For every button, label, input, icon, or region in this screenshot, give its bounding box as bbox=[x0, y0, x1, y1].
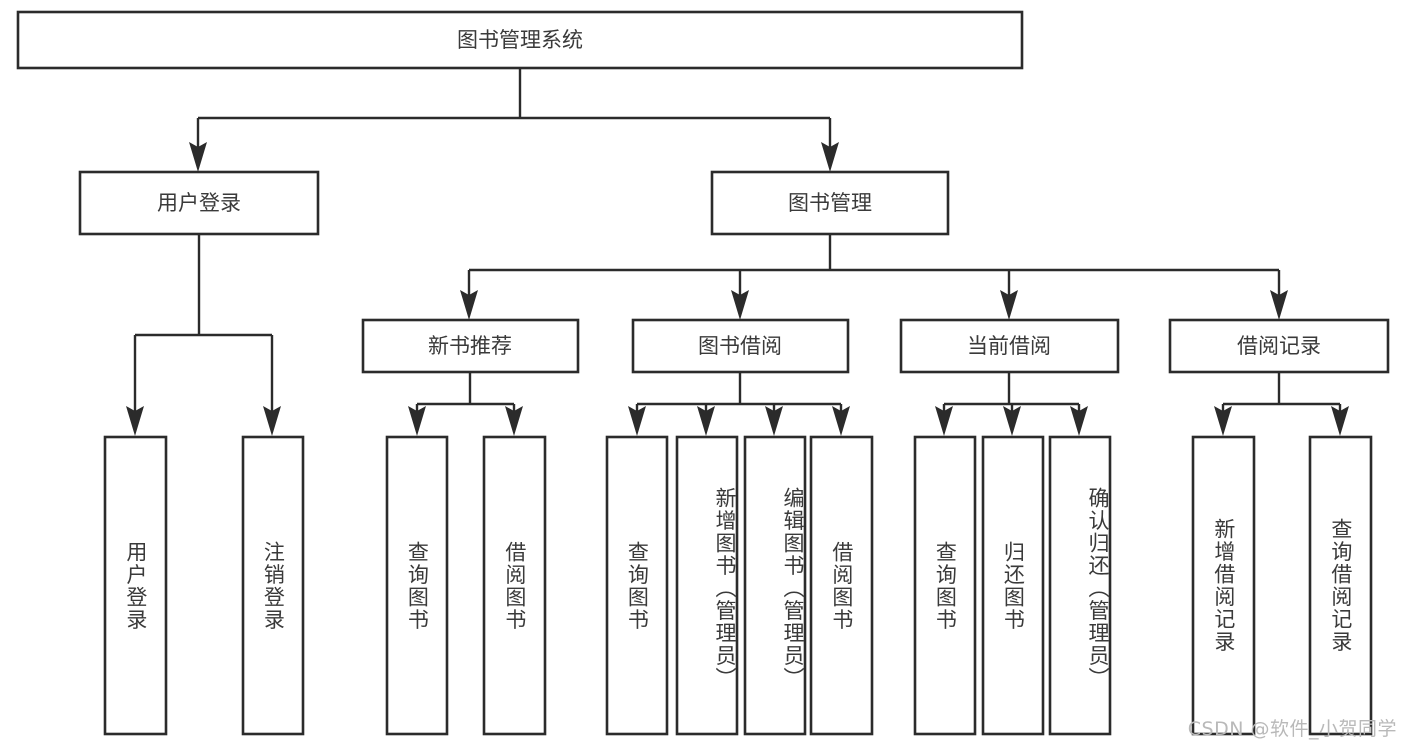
leaf-box-current-return[interactable] bbox=[981, 435, 1045, 736]
node-record-box[interactable] bbox=[1168, 318, 1390, 374]
connector-group-login bbox=[126, 234, 281, 436]
leaf-box-user-logout[interactable] bbox=[241, 435, 305, 736]
connector-group-current bbox=[935, 372, 1088, 436]
leaf-label-record-query: 查询借阅记录 bbox=[1328, 518, 1353, 653]
leaf-label-current-confirm: 确认归还（管理员） bbox=[1086, 487, 1110, 690]
node-root[interactable]: 图书管理系统 bbox=[16, 10, 1024, 70]
node-root-label: 图书管理系统 bbox=[457, 28, 583, 52]
node-bookmgmt-label: 图书管理 bbox=[788, 191, 872, 215]
leaf-box-group bbox=[103, 435, 1373, 736]
arrow-borrow-to-leaf2 bbox=[697, 406, 715, 436]
arrow-record-to-leaf1 bbox=[1214, 406, 1232, 436]
leaf-box-borrow-edit[interactable] bbox=[743, 435, 807, 736]
node-newbook[interactable]: 新书推荐 bbox=[361, 318, 580, 374]
arrow-login-to-leaf2 bbox=[263, 406, 281, 436]
arrow-bookmgmt-to-borrow bbox=[731, 290, 749, 320]
arrow-current-to-leaf2 bbox=[1003, 406, 1021, 436]
arrow-borrow-to-leaf4 bbox=[832, 406, 850, 436]
node-bookmgmt[interactable]: 图书管理 bbox=[710, 170, 950, 236]
leaf-label-borrow-add: 新增图书（管理员） bbox=[713, 487, 737, 690]
leaf-box-current-query[interactable] bbox=[913, 435, 977, 736]
arrow-bookmgmt-to-current bbox=[1000, 290, 1018, 320]
node-borrow[interactable]: 图书借阅 bbox=[631, 318, 850, 374]
arrow-login-to-leaf1 bbox=[126, 406, 144, 436]
leaf-label-borrow-lend: 借阅图书 bbox=[829, 540, 854, 631]
node-current-label: 当前借阅 bbox=[967, 334, 1051, 358]
node-login-box[interactable] bbox=[78, 170, 320, 236]
csdn-watermark: CSDN @软件_小贺同学 bbox=[1187, 718, 1397, 740]
node-record-label: 借阅记录 bbox=[1237, 334, 1321, 358]
node-borrow-box[interactable] bbox=[631, 318, 850, 374]
arrow-record-to-leaf2 bbox=[1331, 406, 1349, 436]
arrow-bookmgmt-to-newbook bbox=[460, 290, 478, 320]
arrow-bookmgmt-to-record bbox=[1270, 290, 1288, 320]
node-newbook-box[interactable] bbox=[361, 318, 580, 374]
connector-group-bookmgmt bbox=[460, 234, 1288, 320]
leaf-box-record-query[interactable] bbox=[1308, 435, 1373, 736]
leaf-label-newbook-query: 查询图书 bbox=[405, 540, 430, 631]
leaf-label-current-query: 查询图书 bbox=[933, 540, 958, 631]
arrow-borrow-to-leaf3 bbox=[765, 406, 783, 436]
arrow-borrow-to-leaf1 bbox=[628, 406, 646, 436]
node-current[interactable]: 当前借阅 bbox=[899, 318, 1120, 374]
leaf-box-current-confirm[interactable] bbox=[1048, 435, 1112, 736]
leaf-label-borrow-edit: 编辑图书（管理员） bbox=[781, 487, 805, 690]
connector-group-root bbox=[189, 68, 839, 172]
leaf-label-newbook-borrow: 借阅图书 bbox=[502, 540, 527, 631]
arrow-newbook-to-leaf1 bbox=[408, 406, 426, 436]
leaf-box-borrow-add[interactable] bbox=[675, 435, 739, 736]
leaf-box-borrow-lend[interactable] bbox=[809, 435, 874, 736]
node-bookmgmt-box[interactable] bbox=[710, 170, 950, 236]
node-login-label: 用户登录 bbox=[157, 191, 241, 215]
leaf-label-current-return: 归还图书 bbox=[1001, 540, 1026, 631]
leaf-box-borrow-query[interactable] bbox=[605, 435, 669, 736]
connector-group-newbook bbox=[408, 372, 523, 436]
leaf-label-record-add: 新增借阅记录 bbox=[1211, 518, 1236, 653]
node-current-box[interactable] bbox=[899, 318, 1120, 374]
node-root-box[interactable] bbox=[16, 10, 1024, 70]
connector-group-borrow bbox=[628, 372, 850, 436]
node-login[interactable]: 用户登录 bbox=[78, 170, 320, 236]
leaf-box-user-login[interactable] bbox=[103, 435, 168, 736]
leaf-box-newbook-borrow[interactable] bbox=[482, 435, 547, 736]
arrow-current-to-leaf1 bbox=[935, 406, 953, 436]
arrow-root-to-bookmgmt bbox=[821, 142, 839, 172]
node-record[interactable]: 借阅记录 bbox=[1168, 318, 1390, 374]
arrow-root-to-login bbox=[189, 142, 207, 172]
leaf-label-user-login: 用户登录 bbox=[123, 540, 148, 631]
leaf-box-newbook-query[interactable] bbox=[385, 435, 449, 736]
arrow-newbook-to-leaf2 bbox=[505, 406, 523, 436]
node-borrow-label: 图书借阅 bbox=[698, 334, 782, 358]
leaf-label-user-logout: 注销登录 bbox=[261, 540, 286, 631]
node-newbook-label: 新书推荐 bbox=[428, 334, 512, 358]
connector-group-record bbox=[1214, 372, 1349, 436]
leaf-box-record-add[interactable] bbox=[1191, 435, 1256, 736]
leaf-label-borrow-query: 查询图书 bbox=[625, 540, 650, 631]
arrow-current-to-leaf3 bbox=[1070, 406, 1088, 436]
